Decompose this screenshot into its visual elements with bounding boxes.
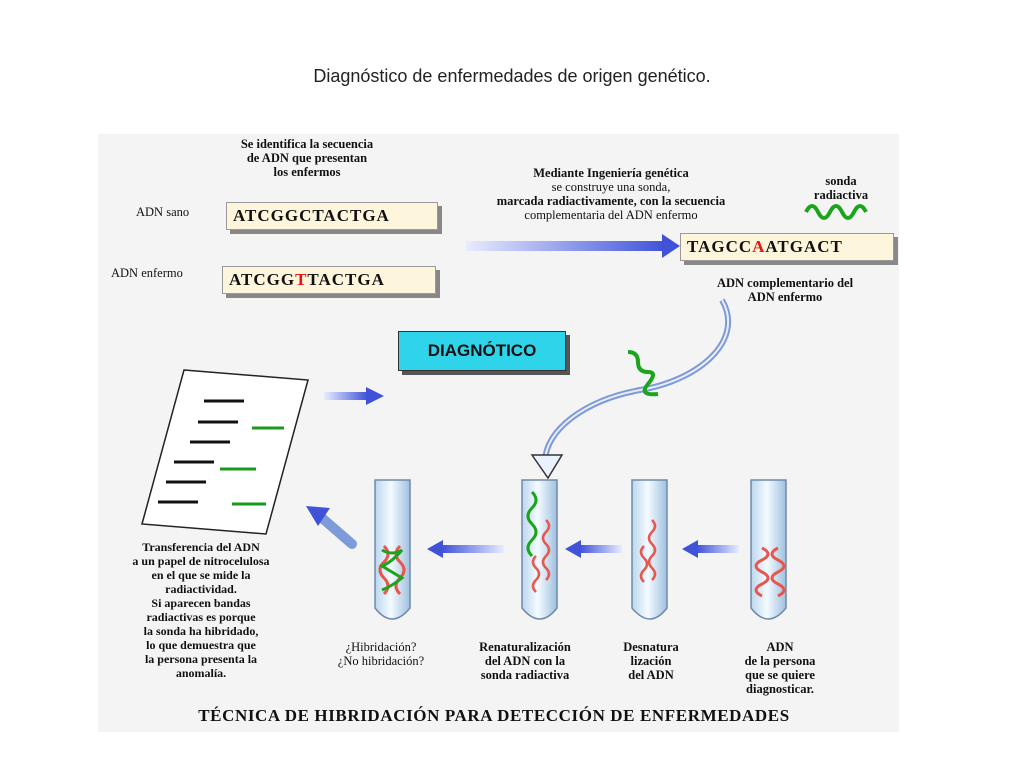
healthy-dna-label: ADN sano	[136, 205, 190, 219]
sick-dna-sequence: ATCGGTTACTGA	[222, 266, 436, 294]
diagnosis-box: DIAGNÓTICO	[398, 331, 566, 371]
healthy-dna-sequence: ATCGGCTACTGA	[226, 202, 438, 230]
sick-dna-label: ADN enfermo	[111, 266, 183, 280]
complementary-sequence: TAGCCAATGACT	[680, 233, 894, 261]
diagram-footer: TÉCNICA DE HIBRIDACIÓN PARA DETECCIÓN DE…	[198, 706, 790, 725]
probe-note: Mediante Ingeniería genética se construy…	[496, 166, 726, 222]
mutation-base: T	[295, 270, 308, 289]
tube-caption-hybridization: ¿Hibridación?¿No hibridación?	[337, 640, 425, 668]
slide-title: Diagnóstico de enfermedades de origen ge…	[313, 66, 711, 86]
